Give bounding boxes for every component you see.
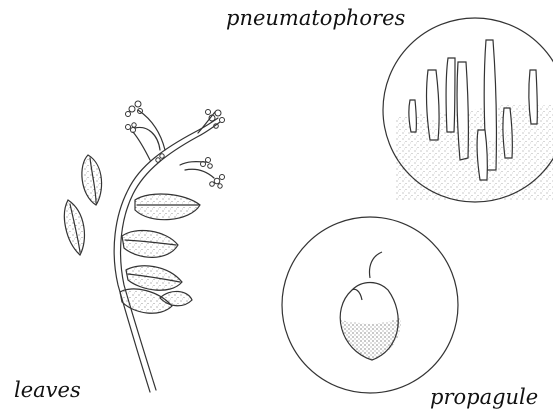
mangrove-branch: [64, 101, 224, 392]
leaf: [64, 200, 84, 255]
pneumatophores-label: pneumatophores: [226, 6, 405, 30]
ground-mud: [395, 104, 553, 200]
pneumatophores-figure: [383, 18, 553, 202]
propagule-stalk: [370, 252, 383, 278]
leaf-set: [64, 155, 200, 313]
pneumatophore: [409, 100, 417, 132]
flower-stalk: [138, 110, 165, 150]
pneumatophore: [446, 58, 455, 132]
propagule-figure: [282, 217, 458, 393]
leaf: [135, 194, 200, 220]
propagule-label: propagule: [430, 385, 538, 409]
leaves-label: leaves: [14, 378, 81, 402]
pneumatophore: [477, 130, 487, 180]
pneumatophore: [529, 70, 538, 124]
leaf: [82, 155, 102, 205]
